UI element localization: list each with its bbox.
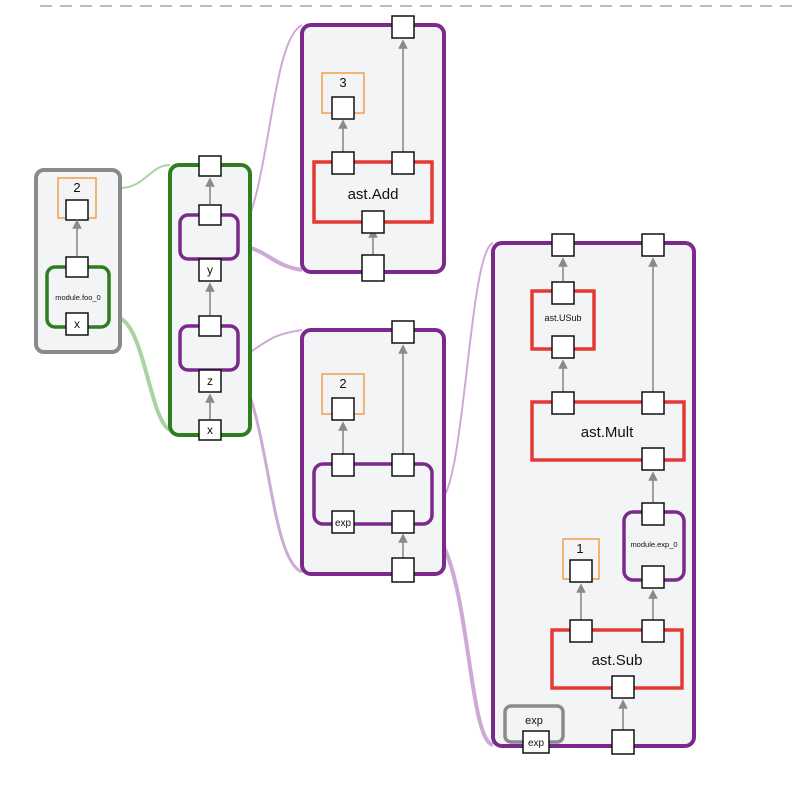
constant-value: 2 (339, 376, 346, 391)
constant-value: 1 (576, 541, 583, 556)
foo-function-label: module.foo_0 (55, 293, 100, 302)
body-output-port (198, 155, 222, 177)
exp-recursive-call-label: module.exp_0 (630, 540, 677, 549)
sub-operator-label: ast.Sub (592, 652, 643, 669)
mult-input-port (641, 447, 665, 471)
exp-call-box (312, 462, 434, 526)
sub-input-port (611, 675, 635, 699)
constant-output-port (331, 96, 355, 120)
constant-value: 3 (339, 75, 346, 90)
exp-call-input-port (391, 510, 415, 534)
z-definition-panel: 2 exp (300, 320, 446, 583)
add-left-port (331, 151, 355, 175)
add-right-port (391, 151, 415, 175)
z-output-port (198, 315, 222, 337)
mult-operator-label: ast.Mult (581, 424, 634, 441)
exp-variable-label: exp (525, 715, 543, 727)
add-operator-label: ast.Add (348, 186, 399, 203)
exp-call-label: exp (335, 518, 352, 529)
y-def-input-port (361, 254, 385, 282)
mult-operator-box (530, 400, 686, 462)
mult-right-port (641, 391, 665, 415)
mult-left-port (551, 391, 575, 415)
exp-call-left-port (331, 453, 355, 477)
exp-def-left-output-port (551, 233, 575, 257)
y-label: y (207, 263, 213, 277)
exp-variable-port (522, 730, 550, 754)
constant-output-port (569, 559, 593, 583)
body-input-port (198, 419, 222, 441)
z-def-input-port (391, 557, 415, 583)
add-input-port (361, 210, 385, 234)
exp-def-right-input-port (611, 729, 635, 755)
usub-output-port (551, 281, 575, 305)
sub-right-port (641, 619, 665, 643)
exp-def-right-output-port (641, 233, 665, 257)
sub-left-port (569, 619, 593, 643)
constant-value: 2 (73, 180, 80, 195)
exp-label-port (331, 510, 355, 534)
y-def-output-port (391, 15, 415, 39)
y-input-port (198, 258, 222, 282)
foo-input-port (65, 312, 89, 336)
panel-links (118, 24, 495, 747)
exp-call-right-port (391, 453, 415, 477)
constant-output-port (331, 397, 355, 421)
foo-output-port (65, 256, 89, 278)
foo-body-panel: y z x (168, 155, 252, 441)
z-label: z (207, 374, 213, 388)
module-foo-panel: 2 module.foo_0 x (34, 168, 122, 354)
z-input-port (198, 369, 222, 393)
usub-input-port (551, 335, 575, 359)
y-output-port (198, 204, 222, 226)
constant-output-port (65, 199, 89, 221)
foo-input-label: x (74, 317, 80, 331)
exp-call-input-port (641, 565, 665, 589)
usub-operator-label: ast.USub (544, 313, 581, 323)
body-input-label: x (207, 423, 213, 437)
z-def-output-port (391, 320, 415, 344)
y-definition-panel: 3 ast.Add (300, 15, 446, 282)
exp-definition-panel: ast.USub ast.Mult module.exp_0 1 ast.Sub… (491, 233, 696, 755)
exp-variable-port-label: exp (528, 738, 545, 749)
exp-call-output-port (641, 502, 665, 526)
